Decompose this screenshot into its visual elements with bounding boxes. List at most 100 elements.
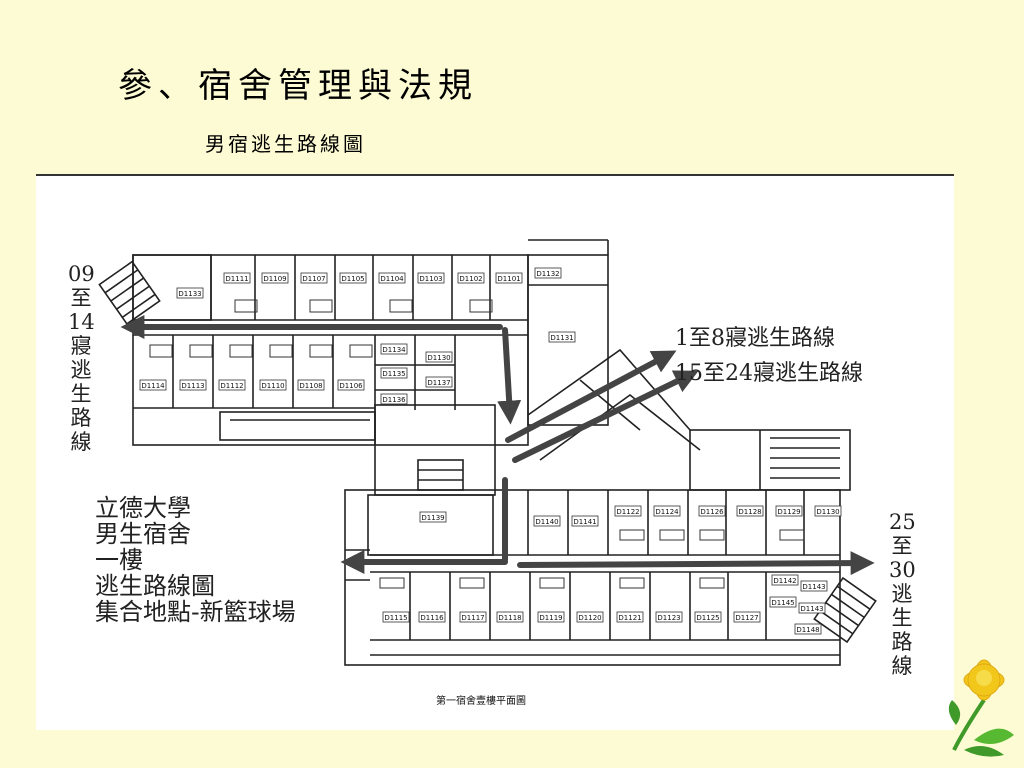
room-id: D1110: [261, 382, 284, 390]
room-label-box: [259, 379, 287, 391]
stair-upper-left: [98, 260, 161, 326]
building-info-line: 一樓: [95, 546, 143, 574]
side-label-left-char: 線: [70, 430, 92, 454]
room-label-box: [769, 596, 797, 608]
room-label-box: [418, 611, 446, 623]
room-label-box: [655, 611, 683, 623]
room-label-box: [537, 611, 565, 623]
room-label-box: [218, 379, 246, 391]
side-label-right-char: 生: [891, 606, 913, 630]
side-label-right-char: 至: [891, 534, 913, 558]
room-label-box: [694, 611, 722, 623]
room-id: D1107: [302, 275, 325, 283]
room-label-box: [223, 272, 251, 284]
room-label-box: [378, 272, 406, 284]
room-label-box: [337, 379, 365, 391]
room-id: D1142: [773, 577, 796, 585]
side-label-right-char: 逃: [891, 582, 913, 606]
room-id: D1104: [380, 275, 404, 283]
room-id: D1139: [421, 514, 444, 522]
room-id: D1117: [461, 614, 484, 622]
side-label-left-char: 14: [68, 310, 95, 334]
room-id: D1126: [700, 508, 724, 516]
stair-lower-right: [813, 576, 877, 644]
room-id: D1128: [738, 508, 761, 516]
room-label-box: [771, 574, 799, 586]
room-id: D1106: [339, 382, 363, 390]
room-id: D1113: [181, 382, 204, 390]
room-id: D1127: [735, 614, 758, 622]
room-id: D1122: [616, 508, 639, 516]
room-label-box: [261, 272, 289, 284]
building-info-line: 立德大學: [95, 494, 191, 522]
room-label-box: [798, 602, 826, 614]
central-core: [374, 404, 496, 496]
room-label-box: [382, 611, 410, 623]
room-id: D1130: [427, 354, 450, 362]
room-label-box: [176, 287, 204, 299]
room-id: D1145: [771, 599, 794, 607]
room-label-box: [653, 505, 681, 517]
room-label-box: [139, 379, 167, 391]
room-id: D1125: [696, 614, 719, 622]
room-label-box: [380, 367, 408, 379]
room-label-box: [571, 515, 599, 527]
room-label-box: [698, 505, 726, 517]
room-label-box: [800, 580, 828, 592]
building-info-line: 集合地點-新籃球場: [95, 598, 296, 626]
room-id: D1140: [535, 518, 558, 526]
route-arrow-lower-right: [517, 551, 875, 576]
room-label-box: [495, 272, 523, 284]
side-label-left-char: 逃: [70, 358, 92, 382]
room-label-box: [534, 267, 562, 279]
room-id: D1132: [536, 270, 559, 278]
room-label-box: [733, 611, 761, 623]
building-info: 立德大學男生宿舍一樓逃生路線圖集合地點-新籃球場: [95, 495, 296, 625]
room-id: D1109: [263, 275, 286, 283]
room-id: D1112: [220, 382, 243, 390]
room-label-box: [297, 379, 325, 391]
room-label-box: [814, 505, 842, 517]
side-label-left-char: 09: [68, 262, 95, 286]
building-info-line: 逃生路線圖: [95, 572, 215, 600]
room-label-box: [425, 351, 453, 363]
room-label-box: [179, 379, 207, 391]
side-label-right-char: 線: [891, 654, 913, 678]
room-id: D1133: [178, 290, 201, 298]
room-id: D1105: [341, 275, 364, 283]
room-id: D1108: [299, 382, 322, 390]
room-id: D1129: [777, 508, 800, 516]
room-label-box: [616, 611, 644, 623]
room-label-box: [300, 272, 328, 284]
room-id: D1115: [384, 614, 407, 622]
room-id: D1119: [539, 614, 562, 622]
room-label-box: [339, 272, 367, 284]
room-label-box: [380, 343, 408, 355]
room-label-box: [459, 611, 487, 623]
flower-decoration-icon: [948, 659, 1014, 757]
side-label-right-char: 路: [891, 630, 913, 654]
route-label-15-24: 15至24寢逃生路線: [675, 361, 863, 386]
room-label-box: [794, 623, 822, 635]
floor-plan-caption: 第一宿舍壹樓平面圖: [436, 696, 526, 707]
room-id: D1102: [459, 275, 482, 283]
panel-top-border: [36, 174, 954, 176]
route-arrow-diagonal-1: [505, 350, 677, 443]
room-label-box: [425, 376, 453, 388]
room-id: D1135: [382, 370, 405, 378]
room-label-box: [576, 611, 604, 623]
side-label-left-char: 寢: [70, 334, 92, 358]
room-id: D1120: [578, 614, 601, 622]
upper-wing-outline: [132, 254, 529, 446]
slide-title: 參、宿舍管理與法規: [118, 66, 478, 106]
room-id: D1114: [141, 382, 165, 390]
room-id: D1131: [550, 334, 573, 342]
lower-wing-outline: [344, 489, 841, 666]
room-label-box: [380, 393, 408, 405]
room-label-box: [457, 272, 485, 284]
room-id: D1116: [420, 614, 444, 622]
room-id: D1141: [573, 518, 596, 526]
side-label-right-char: 30: [889, 558, 916, 582]
